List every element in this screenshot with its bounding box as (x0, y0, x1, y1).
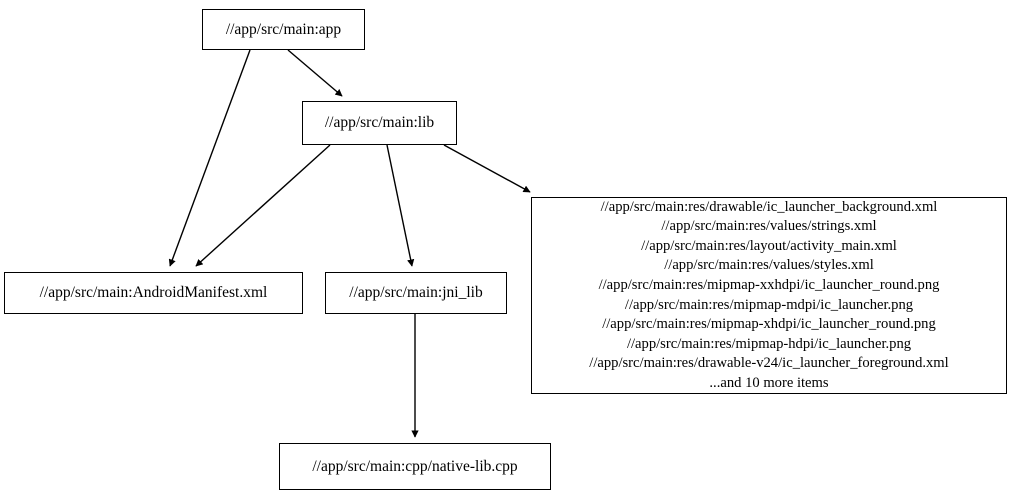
graph-node-native-lib-cpp-label: //app/src/main:cpp/native-lib.cpp (312, 457, 518, 475)
edge-lib-to-res (443, 144, 531, 193)
graph-node-res-group-label: //app/src/main:res/drawable/ic_launcher_… (589, 198, 949, 391)
graph-node-native-lib-cpp[interactable]: //app/src/main:cpp/native-lib.cpp (279, 443, 551, 490)
edge-app-to-manifest (168, 49, 251, 267)
edge-lib-to-manifest (195, 144, 331, 267)
graph-node-lib-label: //app/src/main:lib (324, 114, 435, 132)
graph-node-lib[interactable]: //app/src/main:lib (302, 101, 457, 145)
graph-node-jni-lib[interactable]: //app/src/main:jni_lib (325, 272, 507, 314)
graph-node-app-label: //app/src/main:app (225, 20, 342, 38)
edge-app-to-lib (287, 49, 343, 97)
graph-node-androidmanifest[interactable]: //app/src/main:AndroidManifest.xml (4, 272, 303, 314)
graph-node-jni-lib-label: //app/src/main:jni_lib (349, 284, 483, 302)
edge-lib-to-jni-lib (386, 144, 415, 267)
graph-node-res-group[interactable]: //app/src/main:res/drawable/ic_launcher_… (531, 197, 1007, 394)
graph-node-androidmanifest-label: //app/src/main:AndroidManifest.xml (39, 284, 268, 302)
graph-node-app[interactable]: //app/src/main:app (202, 9, 365, 50)
